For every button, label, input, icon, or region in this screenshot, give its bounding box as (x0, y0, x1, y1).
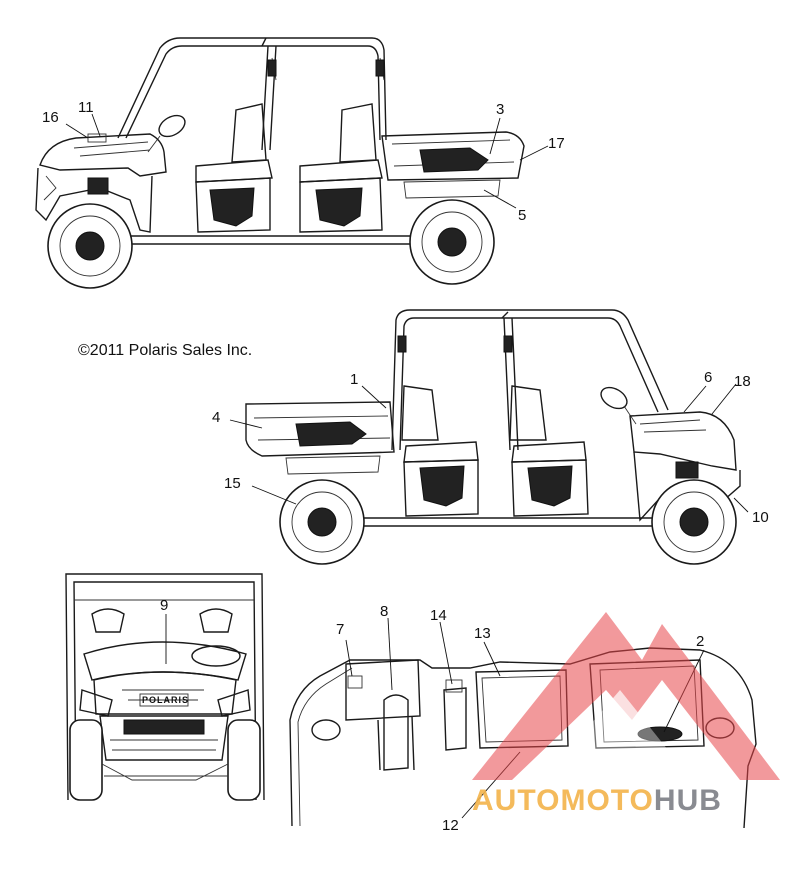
vehicle-side-left (35, 37, 549, 289)
callout-11: 11 (78, 99, 94, 116)
callout-14: 14 (430, 607, 447, 624)
callout-16: 16 (42, 109, 59, 126)
callout-3: 3 (496, 101, 505, 118)
vehicle-front-view (65, 573, 265, 801)
callout-5: 5 (518, 207, 527, 224)
callout-9: 9 (160, 597, 169, 614)
callout-1: 1 (350, 371, 359, 388)
grille-badge: POLARIS (142, 695, 190, 705)
callout-13: 13 (474, 625, 491, 642)
watermark-text: AUTOMOTOHUB (472, 784, 722, 818)
callout-15: 15 (224, 475, 241, 492)
watermark-text-part1: AUTOMOTO (472, 784, 654, 817)
callout-6: 6 (704, 369, 713, 386)
callout-4: 4 (212, 409, 221, 426)
callout-18: 18 (734, 373, 751, 390)
copyright-notice: ©2011 Polaris Sales Inc. (78, 342, 253, 359)
callout-2: 2 (696, 633, 705, 650)
watermark-text-part2: HUB (653, 784, 722, 817)
callout-7: 7 (336, 621, 345, 638)
callout-8: 8 (380, 603, 389, 620)
watermark-logo (472, 612, 780, 780)
callout-10: 10 (752, 509, 769, 526)
callout-17: 17 (548, 135, 565, 152)
vehicle-side-right (229, 309, 749, 565)
callout-12: 12 (442, 817, 459, 834)
